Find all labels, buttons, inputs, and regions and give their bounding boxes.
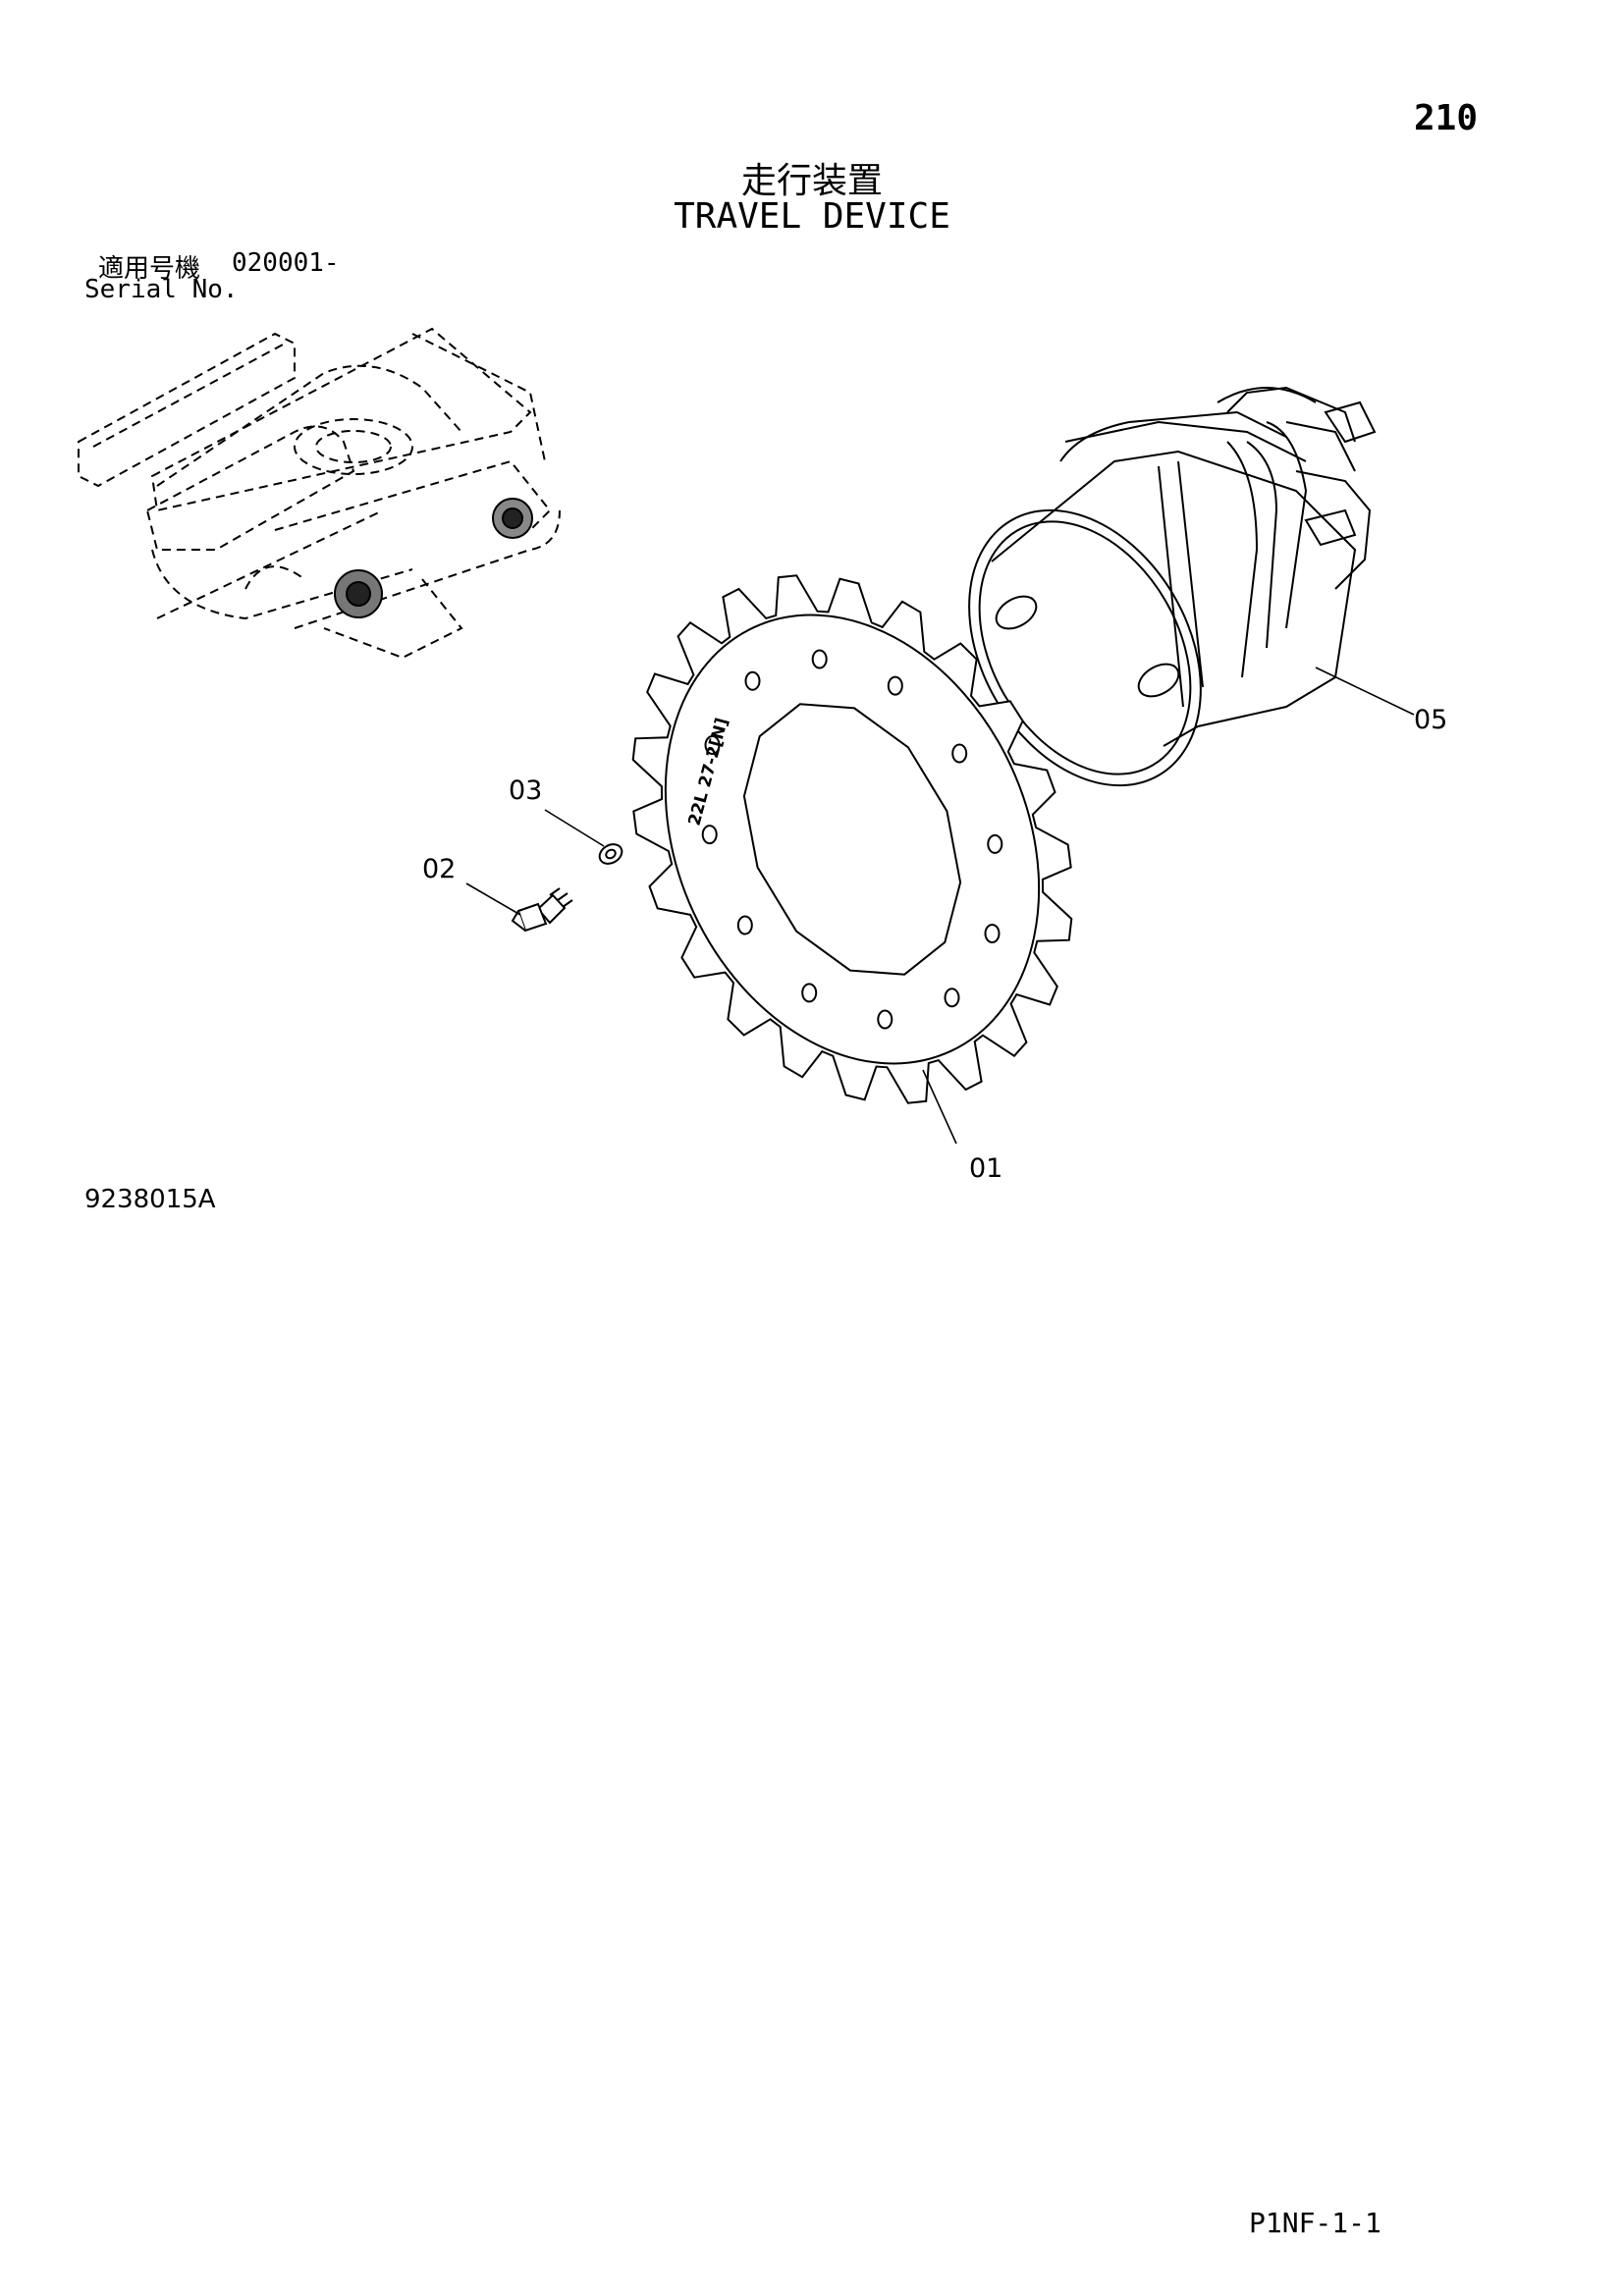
bolt bbox=[511, 887, 573, 933]
page-title-jp: 走行装置 bbox=[740, 161, 883, 201]
bolt-hole bbox=[987, 833, 1003, 854]
bolt-hole bbox=[951, 743, 968, 764]
bolt-hole bbox=[887, 675, 903, 696]
bolt-hole bbox=[984, 924, 1001, 943]
callout-03: 03 bbox=[509, 775, 543, 806]
sprocket-bolt-holes bbox=[701, 649, 1003, 1030]
page-reference: P1NF-1-1 bbox=[1249, 2207, 1381, 2239]
bolt-hole bbox=[744, 670, 761, 691]
sprocket-teeth-outline bbox=[631, 574, 1073, 1104]
bolt-hole bbox=[877, 1009, 893, 1030]
callout-05: 05 bbox=[1414, 705, 1448, 735]
bolt-hole bbox=[701, 825, 718, 845]
bolt-hole bbox=[704, 735, 721, 755]
bolt-hole bbox=[944, 988, 960, 1008]
page-title-en: TRAVEL DEVICE bbox=[674, 196, 950, 237]
washer bbox=[598, 843, 623, 865]
sprocket-hub-opening bbox=[742, 703, 962, 976]
bolt-hole bbox=[811, 649, 828, 669]
travel-motor bbox=[968, 386, 1377, 787]
sprocket bbox=[631, 574, 1073, 1104]
serial-label-en: Serial No. bbox=[84, 275, 239, 304]
page-number: 210 bbox=[1414, 98, 1479, 138]
undercarriage-overview-sketch bbox=[78, 327, 561, 660]
serial-label-jp: 適用号機 bbox=[98, 254, 201, 284]
callout-02: 02 bbox=[422, 854, 457, 884]
drawing-code: 9238015A bbox=[84, 1185, 216, 1214]
leader-lines bbox=[465, 667, 1415, 1145]
overview-sprocket-highlight bbox=[334, 498, 533, 618]
bolt-hole bbox=[736, 915, 753, 935]
callout-01: 01 bbox=[969, 1153, 1003, 1184]
bolt-hole bbox=[801, 983, 818, 1003]
serial-range: 020001- bbox=[232, 248, 340, 278]
